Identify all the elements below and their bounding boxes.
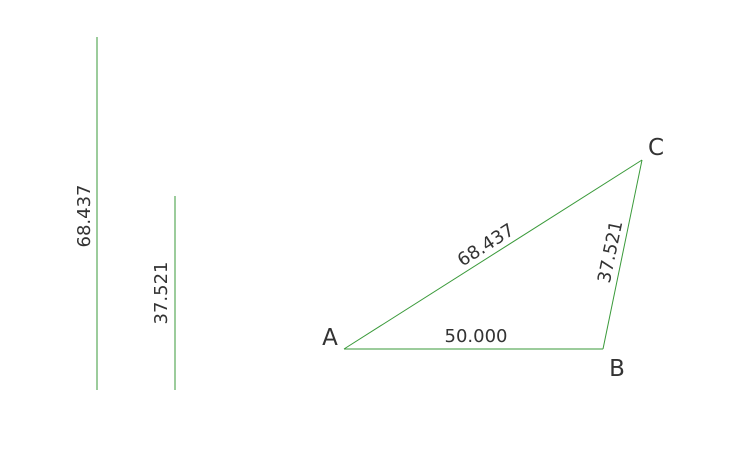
side-bc-label: 37.521 xyxy=(594,219,627,285)
vertex-c-label: C xyxy=(648,135,664,161)
reference-line-long-label: 68.437 xyxy=(74,185,95,248)
side-bc xyxy=(602,159,643,350)
vertex-b-label: B xyxy=(609,356,625,382)
vertex-a-label: A xyxy=(322,325,338,351)
side-ac xyxy=(343,159,643,350)
side-ac-label: 68.437 xyxy=(454,220,518,271)
reference-line-short-label: 37.521 xyxy=(151,262,172,325)
side-ab-label: 50.000 xyxy=(445,326,508,347)
